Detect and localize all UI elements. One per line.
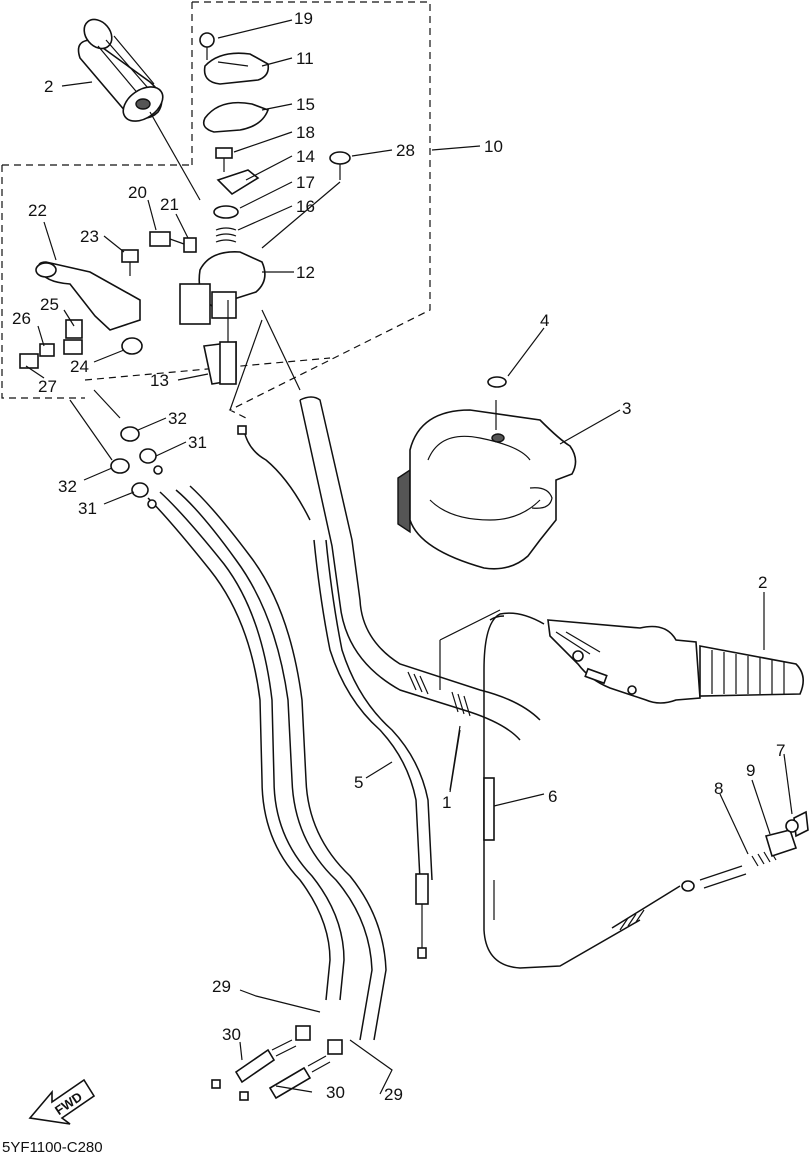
- callout-32-lower: 32: [58, 477, 77, 496]
- leader-lines: [25, 19, 793, 1095]
- callout-27: 27: [38, 377, 57, 396]
- callout-9: 9: [746, 761, 755, 780]
- assembly-box-10: [191, 1, 431, 421]
- nut-24: [121, 337, 143, 355]
- callout-10: 10: [484, 137, 503, 156]
- bolt-27: [19, 353, 39, 369]
- bolt-20: [149, 231, 185, 247]
- callout-28: 28: [396, 141, 415, 160]
- callout-7: 7: [776, 741, 785, 760]
- callout-21: 21: [160, 195, 179, 214]
- callout-32-upper: 32: [168, 409, 187, 428]
- callout-19: 19: [294, 9, 313, 28]
- switch-25: [63, 319, 83, 355]
- plate-14: [216, 169, 260, 196]
- callout-2: 2: [44, 77, 53, 96]
- screw-28: [261, 151, 351, 249]
- callout-29-upper: 29: [212, 977, 231, 996]
- callout-8: 8: [714, 779, 723, 798]
- callout-26: 26: [12, 309, 31, 328]
- bolt-23: [121, 249, 139, 276]
- nut-21: [183, 237, 197, 253]
- fwd-arrow: FWD: [28, 1078, 96, 1125]
- assembly-box-lever: [1, 164, 331, 399]
- right-grip: [547, 619, 804, 704]
- cable-5: [237, 425, 433, 959]
- callout-12: 12: [296, 263, 315, 282]
- cap-4: [487, 376, 507, 388]
- wing-nut-7: [785, 810, 809, 838]
- callout-30-upper: 30: [222, 1025, 241, 1044]
- adjusters-31-32: [110, 426, 163, 509]
- callout-30-lower: 30: [326, 1083, 345, 1102]
- callout-22: 22: [28, 201, 47, 220]
- callout-20: 20: [128, 183, 147, 202]
- callout-18: 18: [296, 123, 315, 142]
- left-grip: [77, 18, 201, 201]
- bolt-18: [215, 147, 233, 172]
- nut-9: [764, 829, 798, 858]
- callout-5: 5: [354, 773, 363, 792]
- callout-29-lower: 29: [384, 1085, 403, 1104]
- cable-ends-30: [211, 1025, 343, 1101]
- throttle-cable-6: [483, 612, 641, 969]
- switch-housing-3: [397, 400, 577, 570]
- callout-31-upper: 31: [188, 433, 207, 452]
- callout-31-lower: 31: [78, 499, 97, 518]
- screw-19: [199, 32, 215, 60]
- lever-holder-12: [179, 251, 266, 325]
- callout-13: 13: [150, 371, 169, 390]
- bolt-26: [39, 343, 55, 357]
- diagram-code: 5YF1100-C280: [2, 1139, 103, 1155]
- callout-14: 14: [296, 147, 315, 166]
- callout-17: 17: [296, 173, 315, 192]
- callout-25: 25: [40, 295, 59, 314]
- lever-22: [35, 261, 141, 331]
- callout-11: 11: [296, 49, 314, 68]
- adjuster-8: [611, 849, 777, 931]
- cable-29-left: [147, 491, 345, 1001]
- callout-15: 15: [296, 95, 315, 114]
- callout-23: 23: [80, 227, 99, 246]
- callout-4: 4: [540, 311, 549, 330]
- spring-16: [215, 227, 237, 243]
- gasket-15: [202, 101, 270, 133]
- callout-1: 1: [442, 793, 451, 812]
- callout-24: 24: [70, 357, 89, 376]
- callout-2-right: 2: [758, 573, 767, 592]
- cover-11: [203, 52, 270, 85]
- washer-17: [213, 205, 239, 219]
- callout-16: 16: [296, 197, 315, 216]
- callout-6: 6: [548, 787, 557, 806]
- callout-3: 3: [622, 399, 631, 418]
- cable-29-right: [175, 485, 387, 1041]
- guide-13: [203, 300, 237, 385]
